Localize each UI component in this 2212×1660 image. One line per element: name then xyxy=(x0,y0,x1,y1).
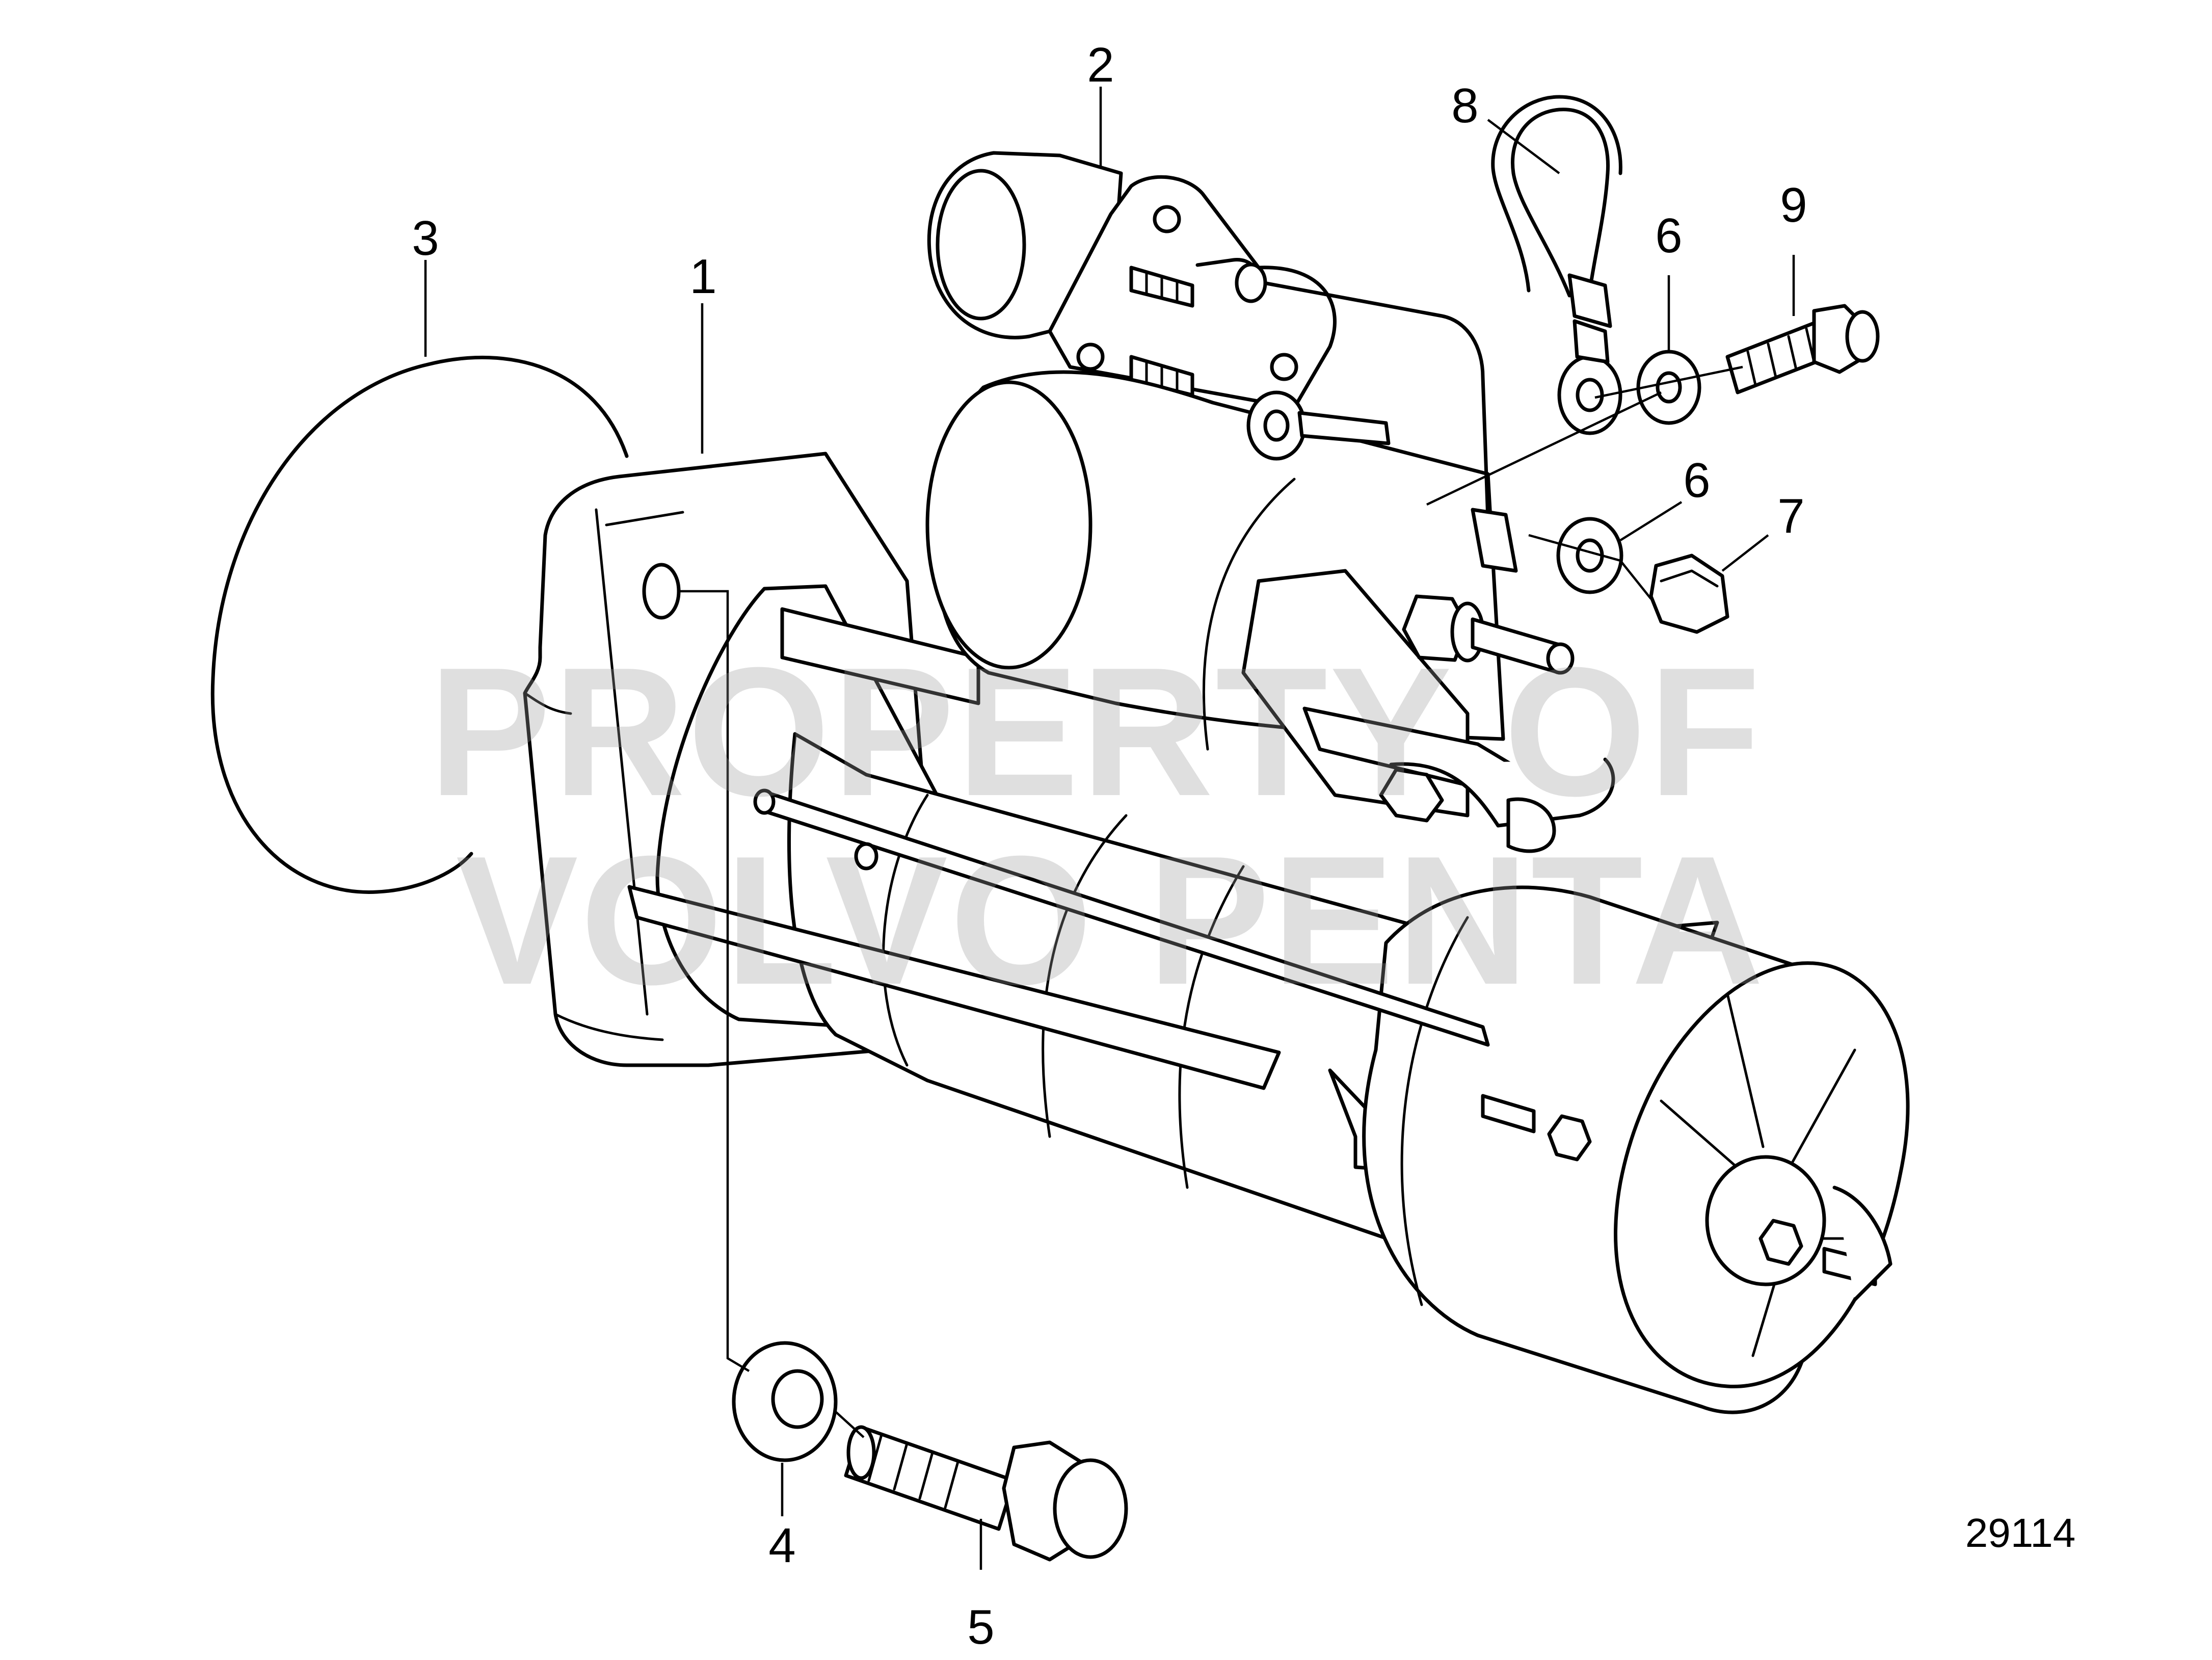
callout-2: 2 xyxy=(1087,38,1114,92)
callout-5: 5 xyxy=(967,1600,994,1654)
solenoid-terminal-stud xyxy=(1402,594,1575,675)
starter-motor-part xyxy=(523,452,1910,1414)
solenoid-part xyxy=(925,151,1615,853)
callout-3: 3 xyxy=(412,211,439,266)
callout-7: 7 xyxy=(1777,489,1804,543)
washer-bottom-part xyxy=(732,1341,838,1462)
callout-6-upper: 6 xyxy=(1655,208,1682,263)
washer-upper-part xyxy=(1636,350,1701,425)
flange-bolt-hole xyxy=(642,563,681,620)
washer-lower-part xyxy=(1556,517,1623,594)
end-cover-hub xyxy=(1705,1155,1826,1286)
callout-8: 8 xyxy=(1451,78,1478,133)
screw-part xyxy=(1725,304,1880,394)
callout-labels: 1 2 3 8 6 9 6 7 4 5 xyxy=(412,38,1807,1654)
leader-lines xyxy=(424,87,1795,1570)
o-ring-part xyxy=(210,355,629,894)
nut-part xyxy=(1649,554,1729,634)
watermark-line-1: PROPERTY OF xyxy=(429,629,1763,834)
callout-1: 1 xyxy=(689,249,716,304)
callout-4: 4 xyxy=(768,1518,795,1573)
end-cap-stud-upper xyxy=(1481,1094,1592,1162)
diagram-reference-number: 29114 xyxy=(1965,1510,2076,1556)
watermark: PROPERTY OF VOLVO PENTA xyxy=(429,629,1766,1023)
callout-9: 9 xyxy=(1780,178,1807,232)
callout-6-lower: 6 xyxy=(1683,453,1710,508)
cable-part xyxy=(1491,95,1622,435)
watermark-line-2: VOLVO PENTA xyxy=(456,818,1766,1023)
flange-bolt-part xyxy=(844,1425,1128,1562)
